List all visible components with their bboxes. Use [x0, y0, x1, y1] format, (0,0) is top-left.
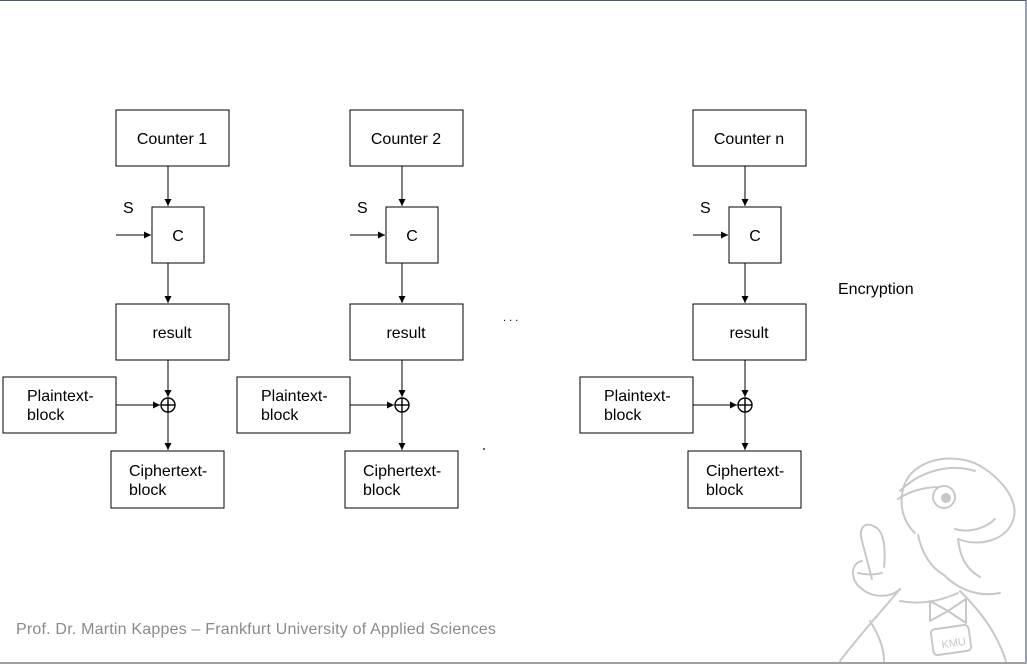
counter-box — [692, 109, 807, 167]
result-label: result — [729, 325, 769, 342]
xor-icon — [737, 397, 753, 413]
ciphertext-label-line1: Ciphertext- — [129, 463, 207, 480]
footer-credit: Prof. Dr. Martin Kappes – Frankfurt Univ… — [16, 621, 497, 638]
ciphertext-box — [110, 450, 225, 509]
plaintext-box — [236, 376, 351, 434]
key-label: S — [357, 200, 368, 217]
plaintext-label-line2: block — [27, 407, 65, 424]
cipher-label: C — [406, 228, 418, 245]
ciphertext-box — [687, 450, 802, 509]
cipher-label: C — [749, 228, 761, 245]
counter-label: Counter 2 — [371, 131, 441, 148]
key-label: S — [700, 200, 711, 217]
column-2: Counter 2 S C result Plaintext- block Ci… — [236, 109, 464, 509]
key-label: S — [123, 200, 134, 217]
cipher-label: C — [172, 228, 184, 245]
column-1: Counter 1 S C result Plaintext- block Ci… — [2, 109, 230, 509]
turtle-mascot-icon — [839, 457, 1016, 662]
result-box — [115, 303, 230, 361]
counter-label: Counter n — [714, 131, 784, 148]
ellipsis: . . . — [503, 312, 518, 324]
encryption-label: Encryption — [838, 281, 914, 298]
cipher-box — [728, 206, 782, 264]
ciphertext-label-line2: block — [363, 482, 401, 499]
plaintext-box — [2, 376, 117, 434]
ciphertext-label-line2: block — [129, 482, 167, 499]
xor-icon — [160, 397, 176, 413]
mascot-badge-label: KMU — [941, 636, 967, 651]
stray-dot — [483, 448, 485, 450]
plaintext-label-line1: Plaintext- — [27, 388, 94, 405]
counter-box — [115, 109, 230, 167]
result-box — [349, 303, 464, 361]
column-n: Counter n S C result Plaintext- block Ci… — [579, 109, 807, 509]
result-label: result — [152, 325, 192, 342]
plaintext-label-line2: block — [261, 407, 299, 424]
result-label: result — [386, 325, 426, 342]
ciphertext-label-line1: Ciphertext- — [363, 463, 441, 480]
ciphertext-label-line2: block — [706, 482, 744, 499]
result-box — [692, 303, 807, 361]
plaintext-label-line1: Plaintext- — [604, 388, 671, 405]
counter-label: Counter 1 — [137, 131, 207, 148]
plaintext-label-line1: Plaintext- — [261, 388, 328, 405]
plaintext-box — [579, 376, 694, 434]
xor-icon — [394, 397, 410, 413]
ciphertext-box — [344, 450, 459, 509]
ciphertext-label-line1: Ciphertext- — [706, 463, 784, 480]
cipher-box — [385, 206, 439, 264]
counter-box — [349, 109, 464, 167]
cipher-box — [151, 206, 205, 264]
plaintext-label-line2: block — [604, 407, 642, 424]
